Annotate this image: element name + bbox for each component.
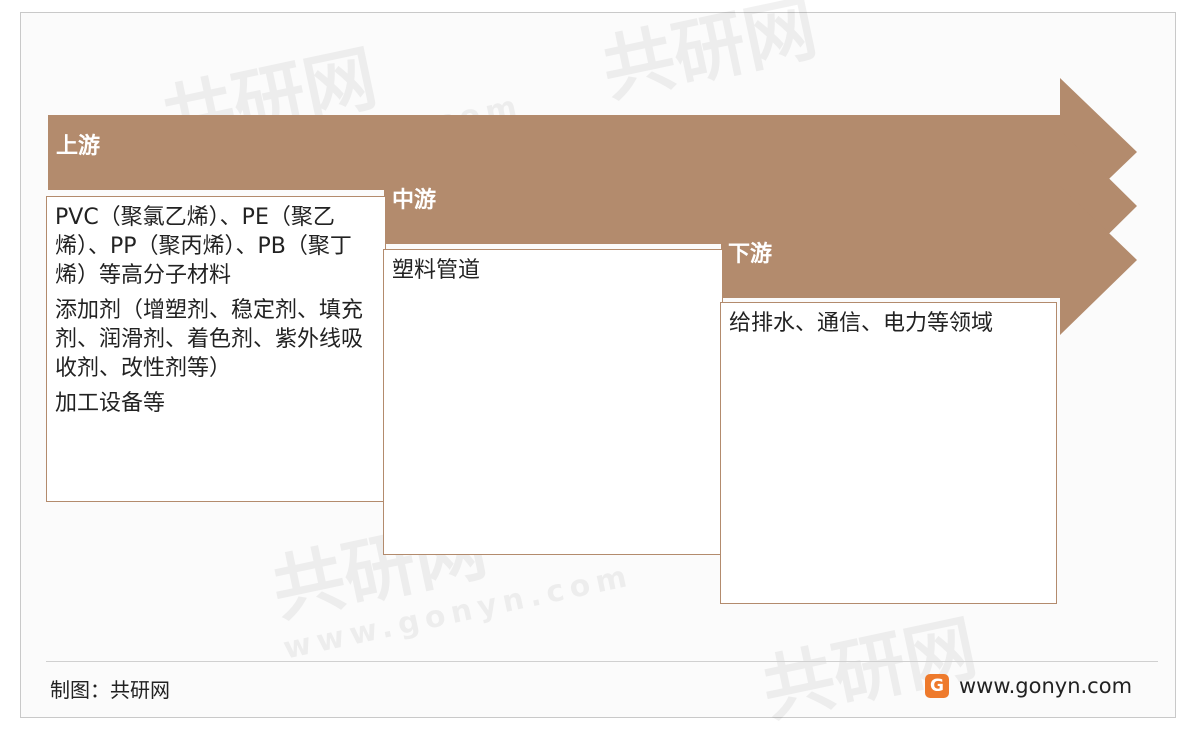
downstream-box: 给排水、通信、电力等领域 <box>720 302 1057 604</box>
brand-mark: G www.gonyn.com <box>925 674 1132 698</box>
brand-logo-icon: G <box>925 674 949 698</box>
downstream-arrow <box>721 186 1137 335</box>
midstream-item: 塑料管道 <box>392 258 481 283</box>
footer-divider <box>46 661 1158 662</box>
upstream-item: PVC（聚氯乙烯）、PE（聚乙烯）、PP（聚丙烯）、PB（聚丁烯）等高分子材料 <box>55 205 352 288</box>
midstream-box: 塑料管道 <box>383 249 723 555</box>
midstream-label: 中游 <box>392 188 437 213</box>
upstream-label: 上游 <box>56 134 101 159</box>
upstream-box: PVC（聚氯乙烯）、PE（聚乙烯）、PP（聚丙烯）、PB（聚丁烯）等高分子材料 … <box>46 196 386 502</box>
downstream-label: 下游 <box>728 242 773 267</box>
downstream-item: 给排水、通信、电力等领域 <box>729 311 994 336</box>
upstream-item: 添加剂（增塑剂、稳定剂、填充剂、润滑剂、着色剂、紫外线吸收剂、改性剂等） <box>55 298 364 381</box>
brand-url: www.gonyn.com <box>959 674 1133 698</box>
upstream-item: 加工设备等 <box>55 391 166 416</box>
source-credit: 制图：共研网 <box>50 678 170 702</box>
